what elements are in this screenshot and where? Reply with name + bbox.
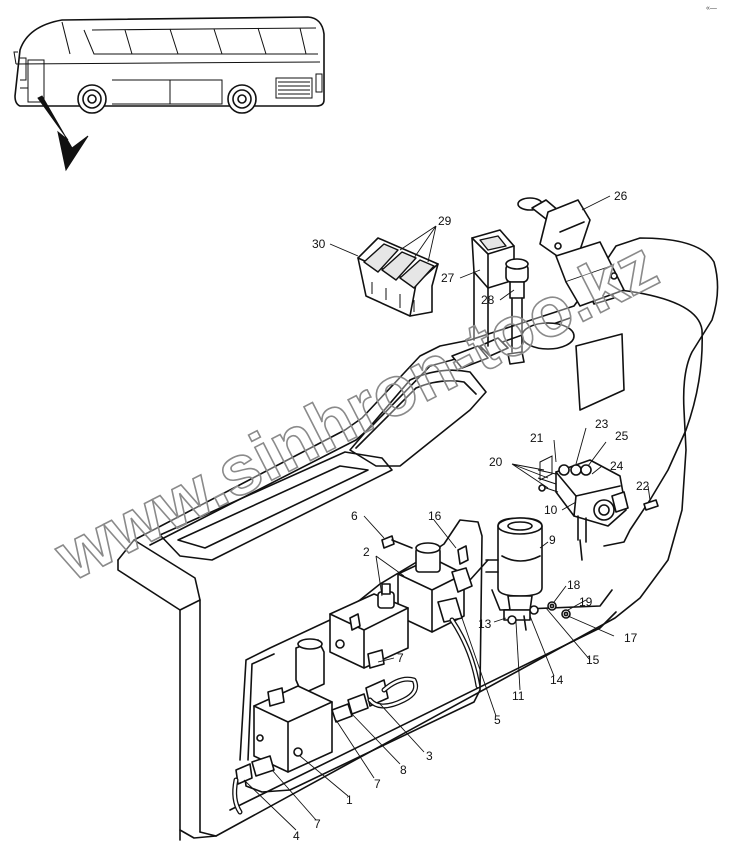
callout-26: 26 (614, 189, 628, 203)
callout-7-upper: 7 (397, 651, 404, 665)
callout-16: 16 (428, 509, 442, 523)
callout-labels: 30 29 27 28 26 21 23 25 20 24 22 10 9 18… (293, 189, 650, 843)
callout-22: 22 (636, 479, 650, 493)
callout-25: 25 (615, 429, 629, 443)
callout-9: 9 (549, 533, 556, 547)
callout-19: 19 (579, 595, 593, 609)
callout-10: 10 (544, 503, 558, 517)
rocker-switch-block (357, 237, 439, 317)
callout-30: 30 (312, 237, 326, 251)
callout-15: 15 (586, 653, 600, 667)
push-button-assembly (471, 229, 529, 353)
location-pointer-arrow-icon (37, 95, 89, 172)
callout-14: 14 (550, 673, 564, 687)
callout-18: 18 (567, 578, 581, 592)
callout-8: 8 (400, 763, 407, 777)
callout-6: 6 (351, 509, 358, 523)
callout-13: 13 (478, 617, 492, 631)
corner-mark: «— (706, 5, 717, 12)
callout-1: 1 (346, 793, 353, 807)
callout-2: 2 (363, 545, 370, 559)
callout-4: 4 (293, 829, 300, 843)
upper-solenoid-valves (329, 535, 473, 669)
watermark-text: www.sinhron-too.kz (43, 225, 669, 596)
bus-locator-illustration (13, 16, 325, 114)
callout-28: 28 (481, 293, 495, 307)
callout-11: 11 (512, 689, 525, 703)
leader-lines (243, 195, 651, 831)
callout-20: 20 (489, 455, 503, 469)
callout-7-lower: 7 (314, 817, 321, 831)
callout-29: 29 (438, 214, 452, 228)
callout-7-middle: 7 (374, 777, 381, 791)
callout-21: 21 (530, 431, 544, 445)
callout-27: 27 (441, 271, 455, 285)
callout-23: 23 (595, 417, 609, 431)
junction-block (537, 455, 659, 561)
callout-17: 17 (624, 631, 638, 645)
callout-3: 3 (426, 749, 433, 763)
lower-valve-block (235, 638, 389, 785)
callout-5: 5 (494, 713, 501, 727)
callout-24: 24 (610, 459, 624, 473)
handbrake-valve (517, 197, 625, 307)
dashboard-panel (117, 237, 719, 841)
air-hoses (232, 617, 481, 815)
